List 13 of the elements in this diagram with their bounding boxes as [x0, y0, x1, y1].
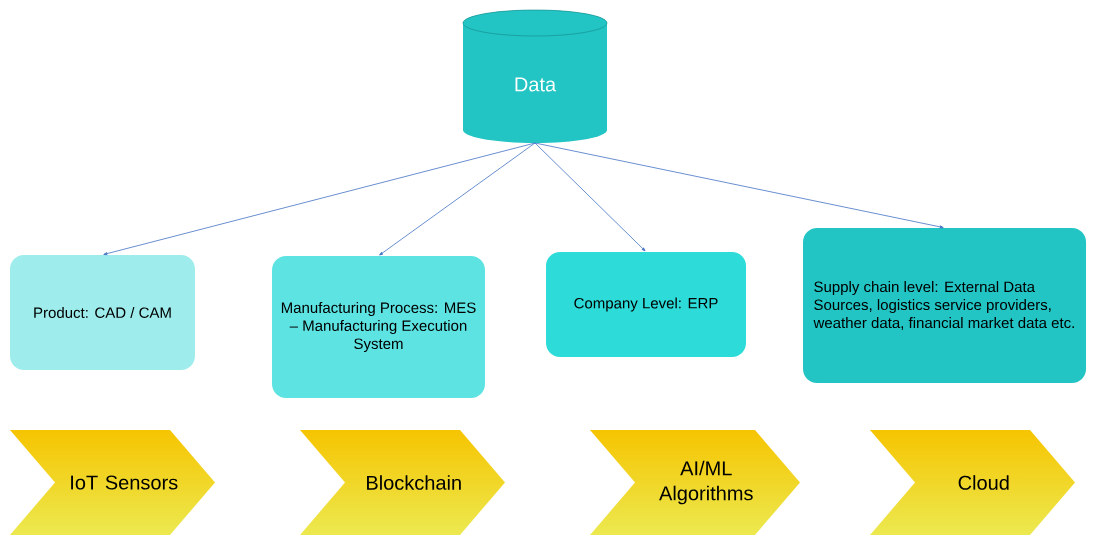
text-box: Company Level: ERP — [546, 252, 746, 357]
arrow — [534, 142, 944, 229]
database-cylinder: Data — [462, 9, 608, 143]
arrow — [534, 142, 646, 252]
chevron-arrow: IoT Sensors — [71, 475, 178, 490]
arrow — [379, 142, 536, 256]
arrow — [103, 142, 536, 256]
chevron-arrow: AI/ML Algorithms — [659, 460, 753, 505]
text-box: Manufacturing Process: MES – Manufacturing Execution System — [272, 256, 485, 398]
text-box: Supply chain level: External Data Sources, logistics service providers, weather data, financial market data etc. — [803, 228, 1086, 383]
chevron-arrow: Cloud — [958, 475, 1009, 490]
text-box: Product: CAD / CAM — [10, 255, 195, 370]
chevron-arrow: Blockchain — [367, 475, 461, 490]
